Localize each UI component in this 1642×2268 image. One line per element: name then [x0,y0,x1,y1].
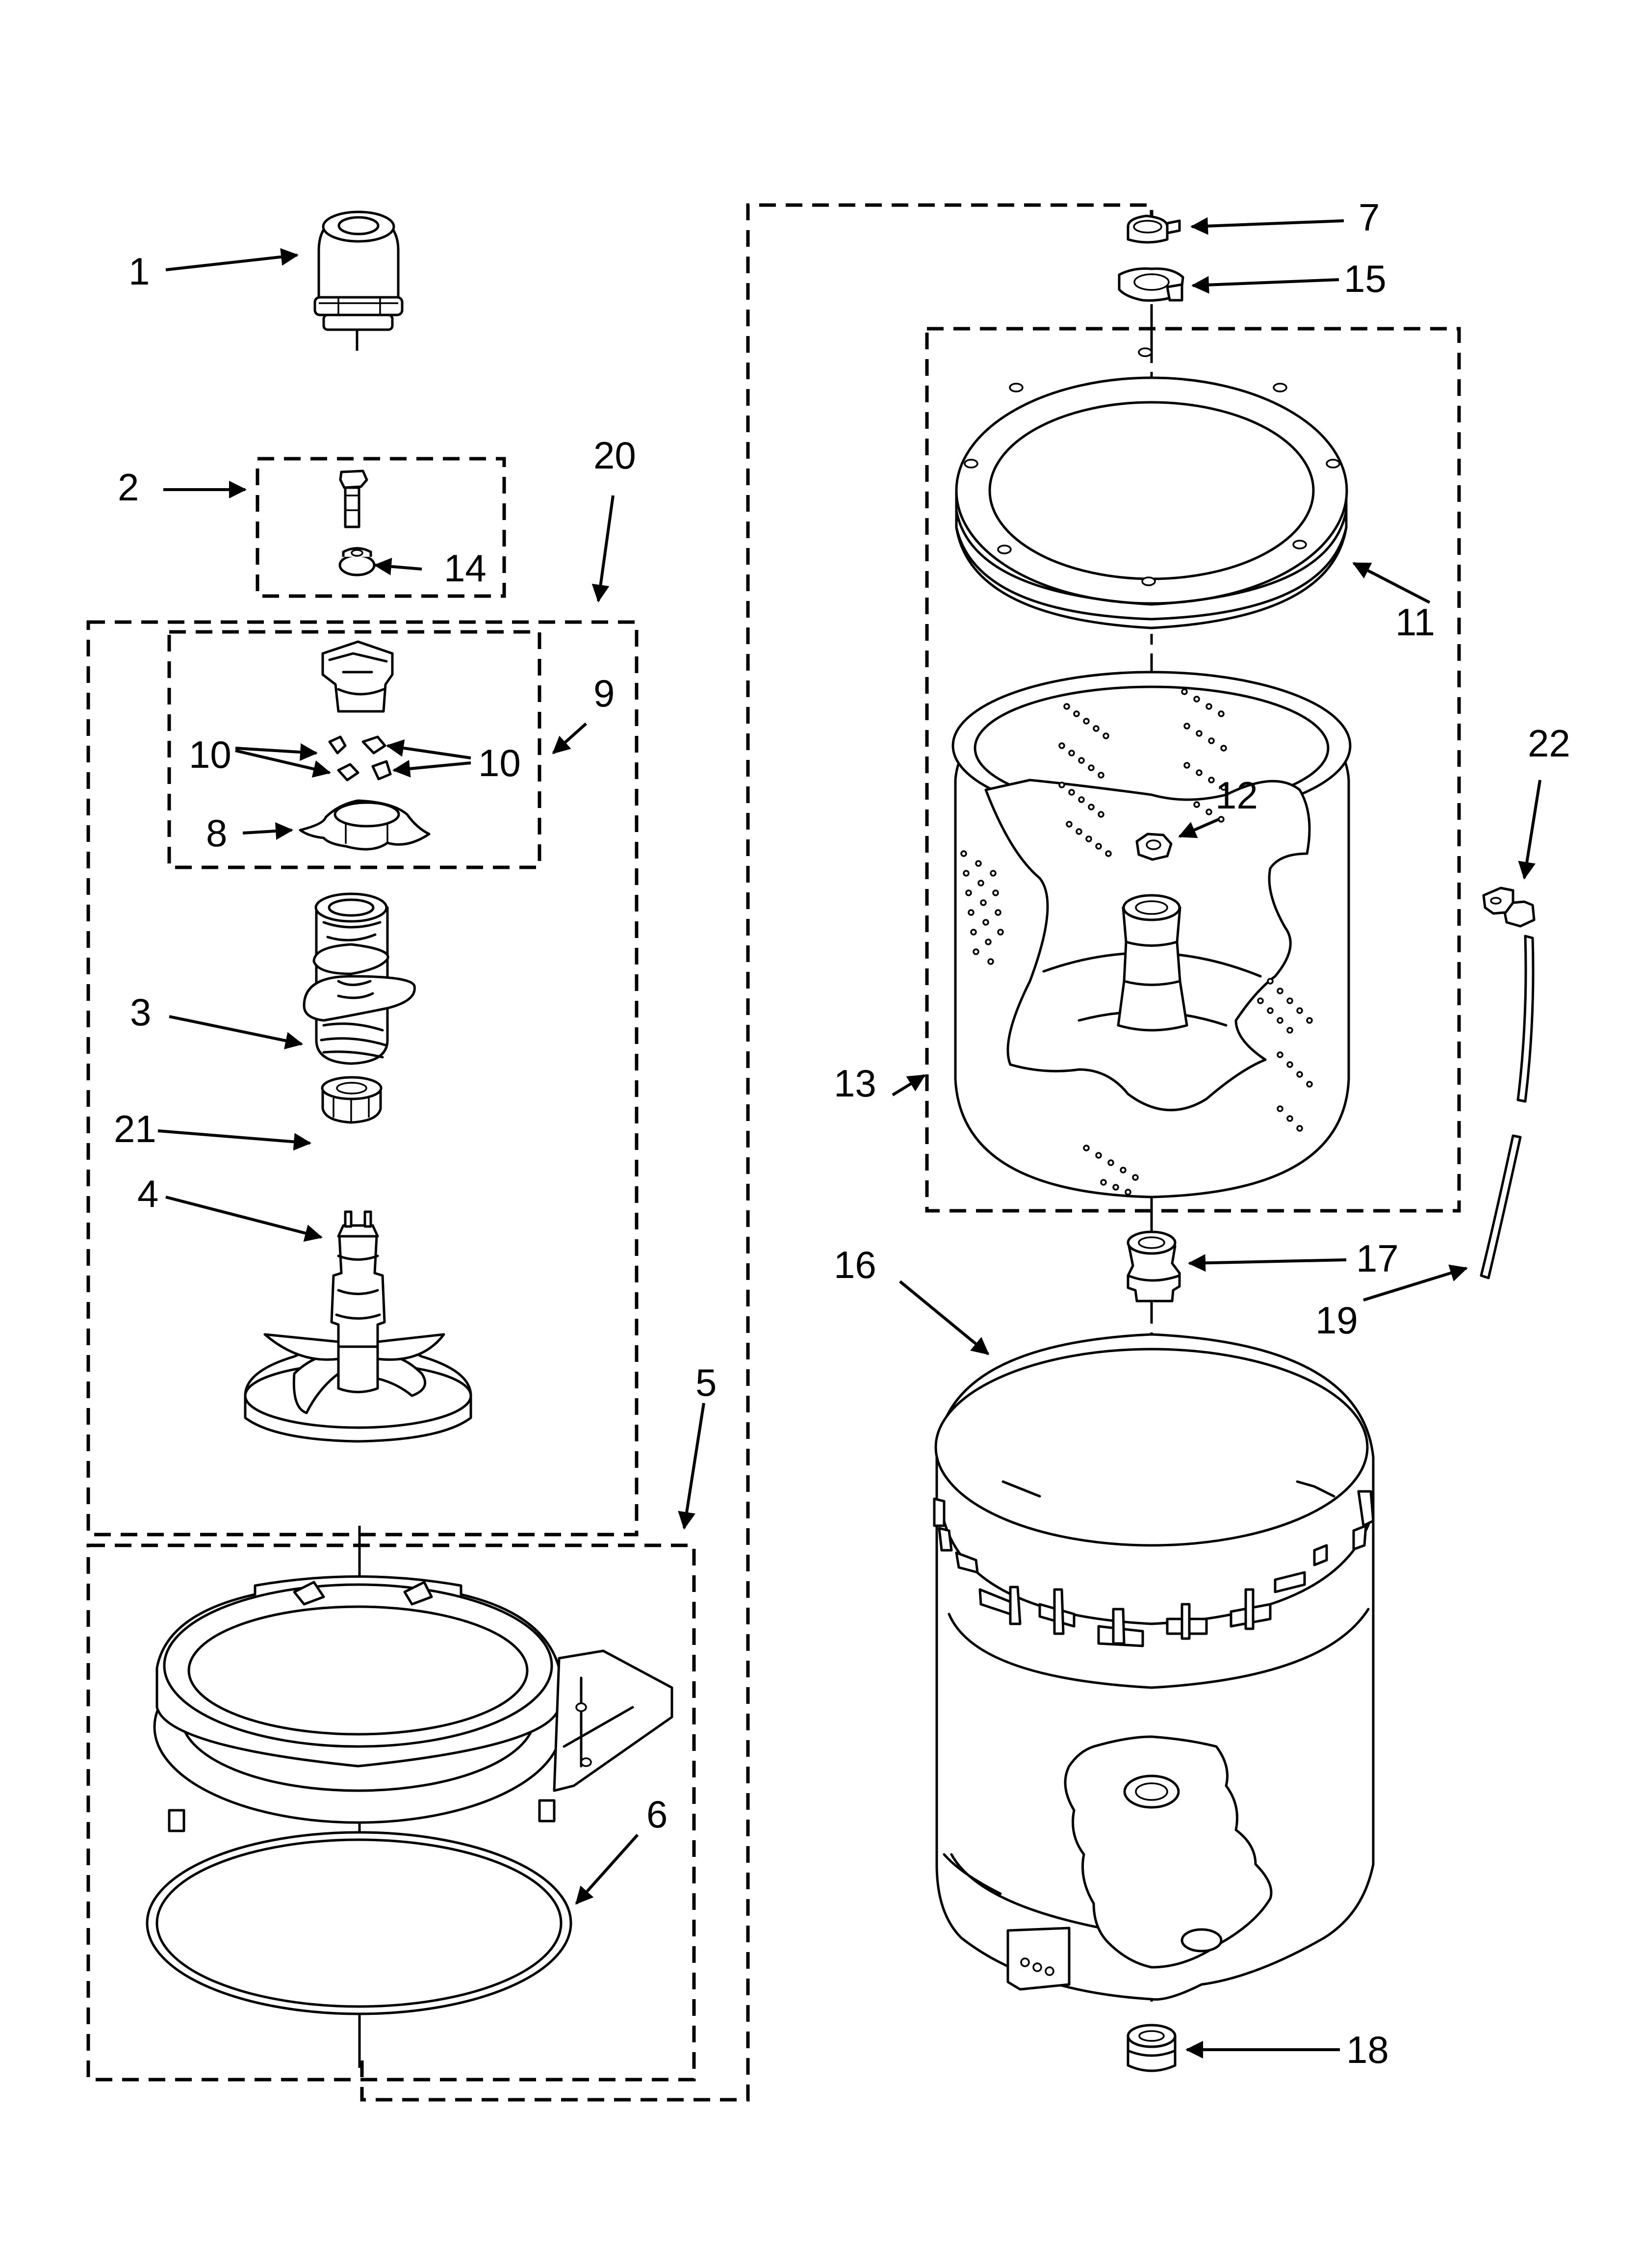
part-9-agitator-cam [321,640,394,713]
leader-lines [157,217,1541,2059]
callout-8: 8 [206,811,227,855]
callout-4: 4 [137,1172,158,1215]
callout-3: 3 [130,991,151,1034]
group-box-11-13 [925,327,1461,1213]
part-12-hub-nut [1135,833,1173,861]
part-17-hub [1127,1230,1181,1303]
part-4-agitator-base [244,1210,472,1443]
part-13-spin-basket [951,671,1352,1199]
part-10-dogs [328,735,392,782]
callout-2: 2 [118,466,139,509]
part-15-bushing [1118,267,1184,302]
callout-22: 22 [1528,722,1570,765]
callout-12: 12 [1215,774,1258,817]
callout-10-left: 10 [189,733,231,776]
callout-10-right: 10 [478,741,521,784]
callout-labels: 1 2 14 20 9 10 10 8 3 21 4 5 6 7 15 11 1… [114,196,1570,2071]
part-2-bolt [339,469,368,528]
part-7-clip [1127,214,1181,244]
part-6-seal-ring [146,1831,572,2015]
callout-9: 9 [593,672,615,715]
callout-21: 21 [114,1107,156,1150]
part-21-drive-bell [321,1076,383,1124]
callout-20: 20 [593,434,636,477]
part-11-balance-ring [955,347,1348,629]
assembly-connector-line [360,203,1154,2102]
callout-11: 11 [1395,600,1435,644]
callout-17: 17 [1356,1237,1399,1280]
part-14-washer [338,547,376,576]
callout-13: 13 [834,1062,876,1105]
group-box-5 [86,1543,696,2082]
part-19-hose [1480,935,1535,1279]
callout-1: 1 [128,250,150,293]
callout-6: 6 [646,1793,667,1836]
callout-18: 18 [1346,2028,1389,2071]
part-5-tub-ring [153,1575,673,1889]
callout-15: 15 [1344,257,1386,300]
part-3-auger [303,892,416,1065]
group-box-20 [86,620,639,1537]
group-box-2 [256,457,506,598]
part-1-cap [313,210,404,331]
callout-19: 19 [1315,1299,1358,1342]
callout-7: 7 [1359,196,1380,239]
part-8-dog-retainer [299,799,431,851]
basket-perforations [960,688,1313,1196]
callout-5: 5 [695,1361,717,1404]
part-18-drain-plug [1127,2024,1177,2072]
group-box-9 [167,630,541,869]
callout-14: 14 [444,547,487,590]
callout-16: 16 [834,1243,876,1286]
part-22-hose-clip [1482,886,1536,928]
part-16-outer-tub [933,1333,1375,2001]
